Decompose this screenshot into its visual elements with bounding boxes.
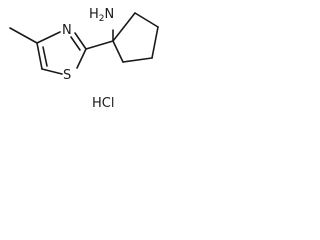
atom-label-amine: H2N [89,7,114,24]
bond-s1-c2 [76,48,87,69]
bond-c2-quaternary [85,40,114,50]
bond-c4-c5-double [42,46,48,67]
amine-subscript: 2 [99,14,105,24]
bond-c4-n3 [36,31,61,44]
bond-cp-3 [151,26,159,59]
atom-label-nitrogen: N [62,23,72,38]
bond-methyl [9,27,38,44]
bond-cp-5 [112,40,124,63]
bond-c2-n3 [74,32,87,50]
bond-c4-c5 [36,42,43,70]
bond-c5-s1 [41,68,63,75]
bond-c2-n3-double [70,36,81,51]
salt-label: HCl [92,96,114,111]
bond-cp-4 [122,57,153,63]
chemical-structure: N S H2N HCl [9,7,159,111]
atom-label-sulfur: S [63,68,71,83]
amine-h: H [89,7,99,22]
bond-cp-1 [112,12,136,42]
amine-n: N [105,7,115,22]
bond-cp-2 [134,12,159,28]
